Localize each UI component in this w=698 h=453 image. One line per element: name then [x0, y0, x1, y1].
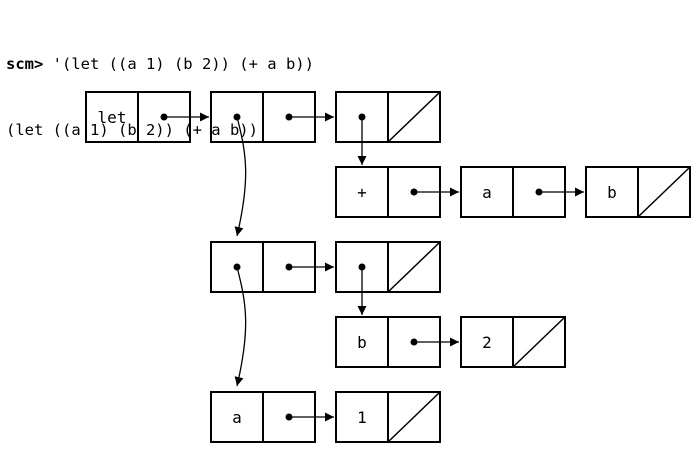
pointer-arrow — [234, 116, 247, 237]
repl-input: '(let ((a 1) (b 2)) (+ a b)) — [43, 55, 314, 73]
nil-slash — [512, 316, 566, 368]
terminal-output: scm> '(let ((a 1) (b 2)) (+ a b)) (let (… — [6, 9, 314, 163]
pair-body — [335, 91, 441, 143]
cell-binding-a: a — [232, 408, 242, 427]
cell-binding-a-value: 1 — [357, 408, 367, 427]
terminal-input-line: scm> '(let ((a 1) (b 2)) (+ a b)) — [6, 53, 314, 75]
pair-binding-list-rest — [335, 241, 441, 293]
pair-binding-b-value: 2 — [460, 316, 566, 368]
repl-prompt: scm> — [6, 55, 44, 73]
cell-plus-b: b — [607, 183, 617, 202]
cell-binding-b-value: 2 — [482, 333, 492, 352]
nil-slash — [637, 166, 691, 218]
repl-result: (let ((a 1) (b 2)) (+ a b)) — [6, 121, 258, 139]
pair-plus-b: b — [585, 166, 691, 218]
pointer-arrow — [234, 266, 247, 387]
pair-binding-a-value: 1 — [335, 391, 441, 443]
cell-let: let — [98, 108, 127, 127]
nil-slash — [387, 241, 441, 293]
cell-plus-a: a — [482, 183, 492, 202]
cell-plus: + — [357, 183, 367, 202]
cell-binding-b: b — [357, 333, 367, 352]
nil-slash — [387, 391, 441, 443]
nil-slash — [387, 91, 441, 143]
